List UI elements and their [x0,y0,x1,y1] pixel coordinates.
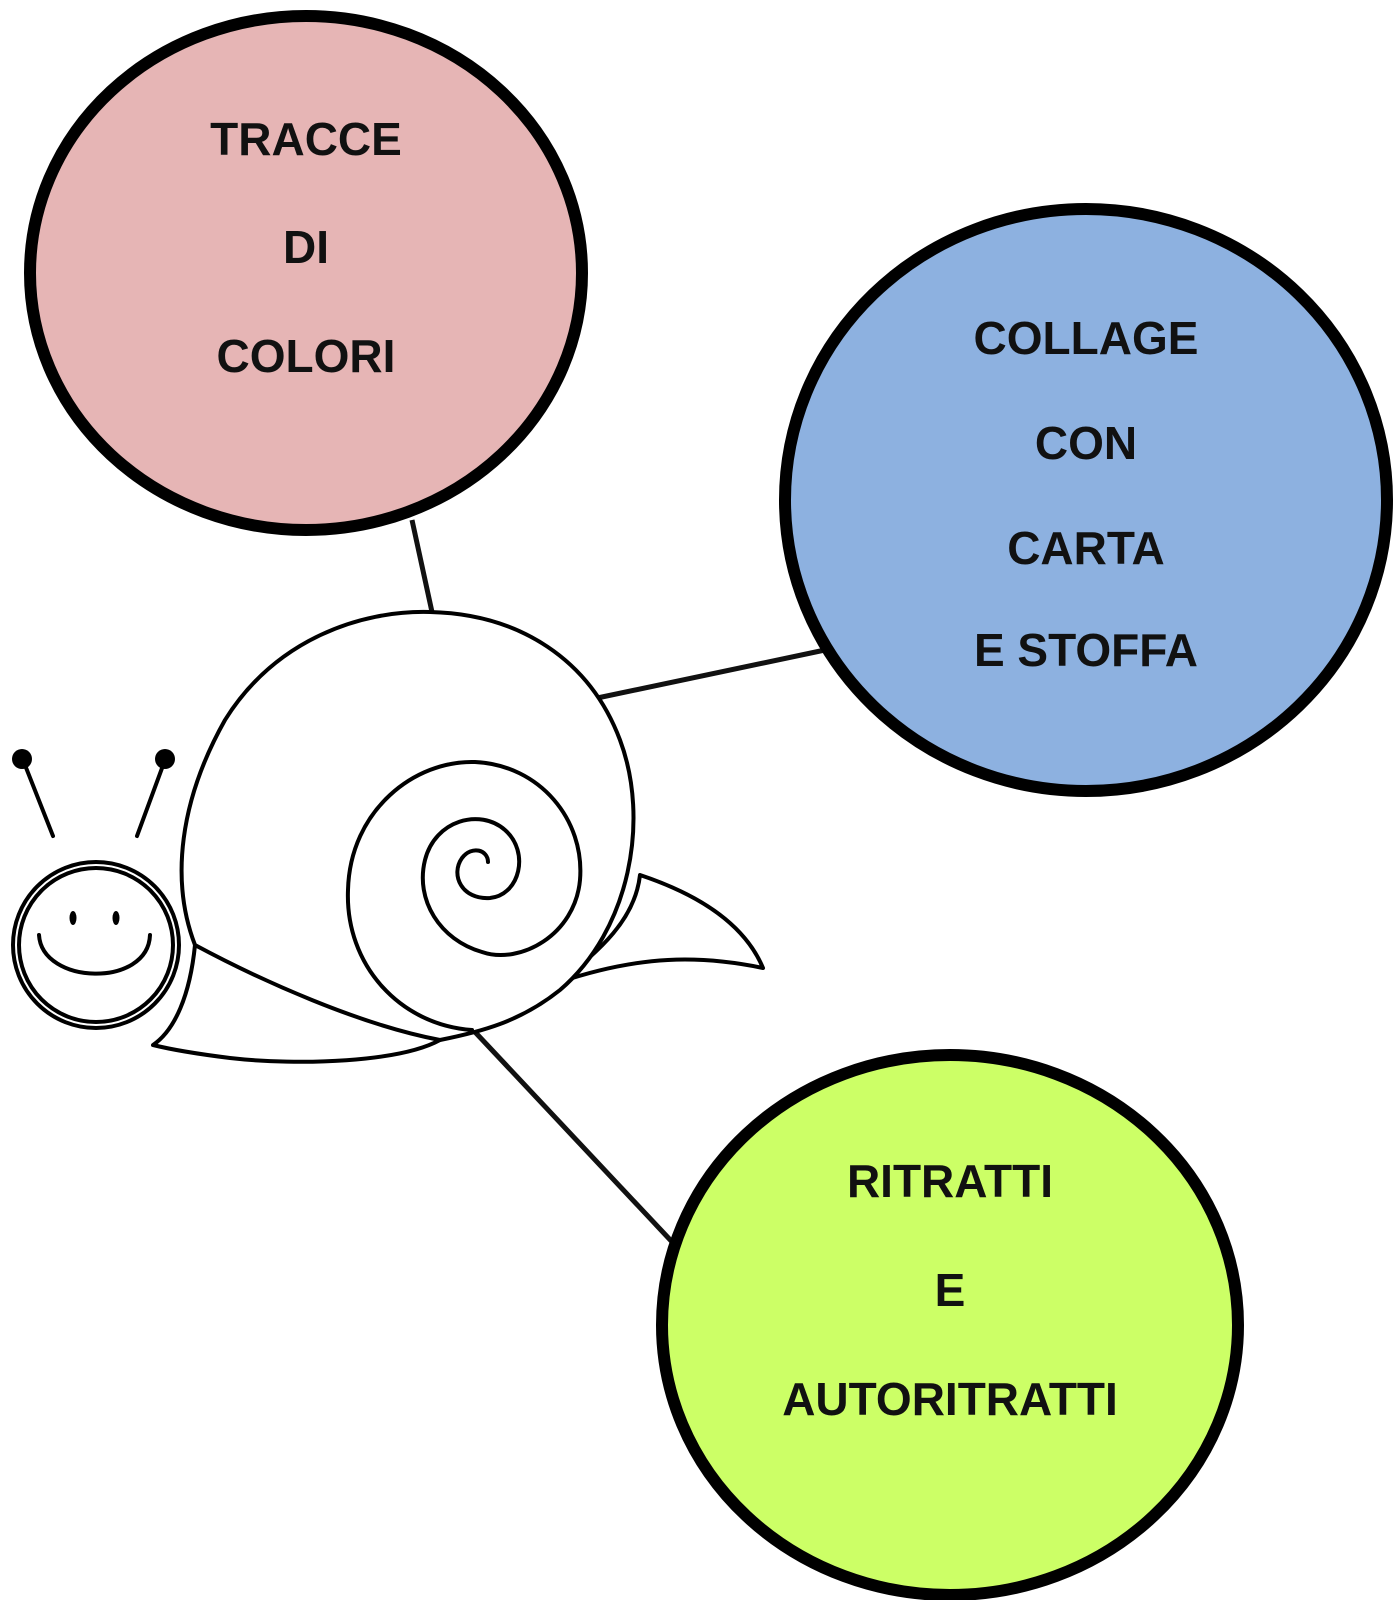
snail-eye-right [113,911,120,925]
snail-eye-left [70,911,77,925]
bubble-label-line: RITRATTI [847,1155,1053,1207]
connector-ritratti [475,1032,675,1245]
bubble-label-line: TRACCE [210,113,402,165]
bubble-collage-con-carta-e-stoffa: COLLAGE CON CARTA E STOFFA [785,209,1387,791]
bubble-circle [662,1055,1238,1595]
bubble-tracce-di-colori: TRACCE DI COLORI [30,16,582,530]
bubble-label-line: CARTA [1007,522,1165,574]
antenna-right [137,760,165,836]
antenna-right-tip [155,749,175,769]
antenna-left-tip [12,749,32,769]
bubble-label-line: CON [1035,417,1137,469]
connector-tracce-di-colori [412,520,432,612]
connector-collage [583,650,825,701]
bubble-label-line: COLLAGE [974,312,1199,364]
bubble-label-line: E STOFFA [974,624,1198,676]
bubble-circle [785,209,1387,791]
antenna-left [23,760,53,836]
bubble-label-line: AUTORITRATTI [782,1373,1118,1425]
bubble-ritratti-e-autoritratti: RITRATTI E AUTORITRATTI [662,1055,1238,1595]
snail-icon [12,612,763,1062]
bubble-label-line: COLORI [217,330,396,382]
bubble-label-line: E [935,1264,966,1316]
bubble-label-line: DI [283,221,329,273]
snail-head [13,862,179,1028]
